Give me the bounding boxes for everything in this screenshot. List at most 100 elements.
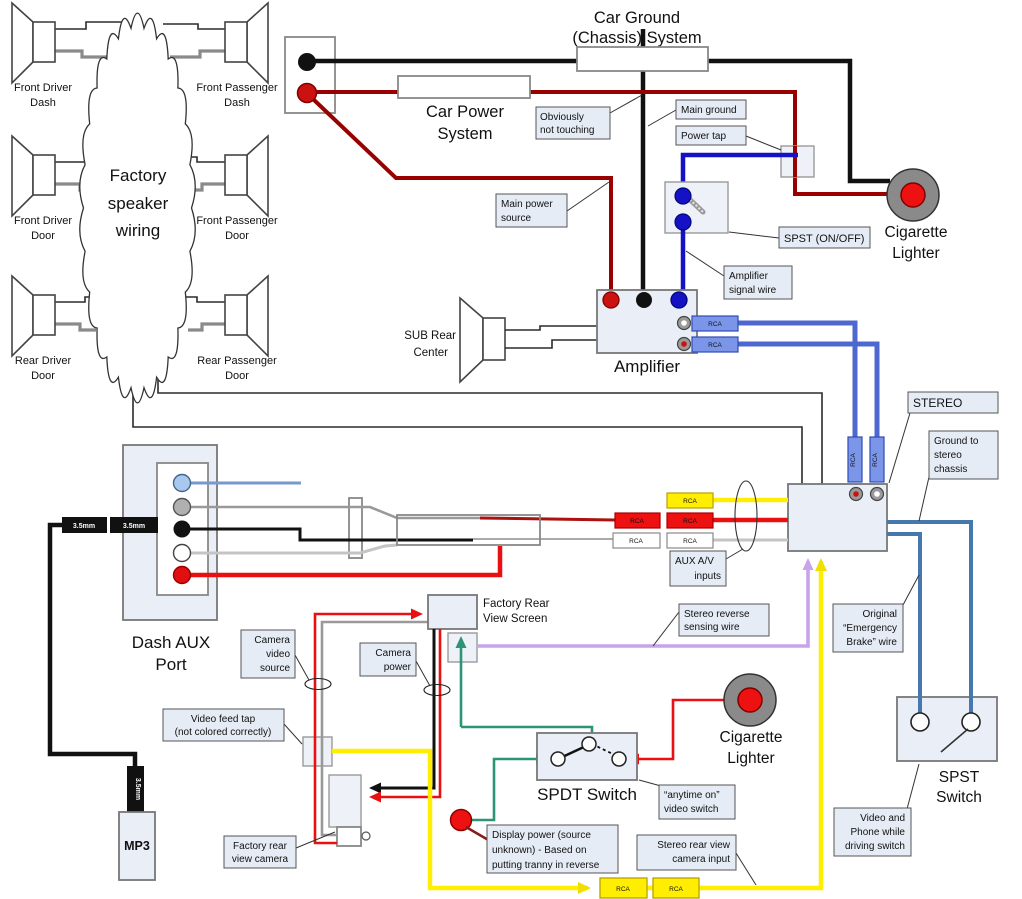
- dash-aux-port-label: Port: [155, 655, 186, 674]
- callout-text: unknown) - Based on: [492, 845, 587, 856]
- callout-text: Amplifier: [729, 271, 769, 282]
- callout-text: Phone while: [851, 827, 906, 838]
- rca-jack-yellow: [652, 877, 700, 899]
- display-power-feed-wire: [472, 753, 548, 822]
- leader-line: [652, 611, 680, 647]
- factory-speaker-wiring-cloud: Factory speaker wiring: [79, 12, 196, 404]
- amp-rca-jack-center: [681, 341, 687, 347]
- callout-text: AUX A/V: [675, 556, 714, 567]
- cable-bundle-loop: [734, 480, 758, 552]
- leader-line: [888, 412, 911, 484]
- callout-text: Display power (source: [492, 830, 591, 841]
- cigarette-lighter-label: Lighter: [892, 245, 939, 262]
- cloud-label: Factory: [110, 166, 167, 185]
- speaker-wire: [55, 21, 122, 30]
- amplifier-label: Amplifier: [614, 357, 680, 376]
- factory-wiring-to-stereo-wire: [157, 372, 823, 484]
- car-power-title: Car Power: [426, 103, 504, 121]
- aux-pin-gray: [172, 497, 192, 517]
- callout-box: [669, 550, 727, 587]
- spdt-terminal: [581, 736, 597, 752]
- callout-box: [832, 603, 904, 653]
- sub-speaker-wire: [505, 339, 597, 349]
- callout-box: [162, 708, 285, 742]
- rca-label: RCA: [629, 538, 643, 545]
- aux-pin-blue: [172, 473, 192, 493]
- callout-text: driving switch: [845, 841, 905, 852]
- factory-wiring-to-stereo-wire: [132, 378, 803, 484]
- battery-ground-terminal: [298, 53, 316, 71]
- leader-line: [906, 763, 920, 810]
- rca-plug-white: [612, 532, 661, 549]
- mp3-player-box: [118, 811, 156, 881]
- rca-plug-label: RCA: [708, 342, 722, 349]
- callout-text: Main ground: [681, 105, 737, 116]
- speaker-label: Rear Passenger: [197, 355, 277, 367]
- leader-line: [294, 654, 310, 681]
- speaker-wire: [184, 296, 225, 303]
- video-feed-tap-box: [302, 736, 333, 767]
- speaker-wire: [188, 322, 225, 332]
- speaker-magnet: [224, 21, 248, 63]
- callout-text: Ground to: [934, 436, 979, 447]
- callout-text: video: [266, 649, 290, 660]
- screen-label: Factory Rear: [483, 598, 550, 610]
- speaker-magnet: [32, 294, 56, 336]
- 35mm-plug-label: 3.5mm: [73, 523, 95, 530]
- speaker-rear-passenger-door: Rear Passenger Door: [197, 274, 277, 382]
- dash-aux-port-label: Dash AUX: [132, 633, 210, 652]
- harness-connector: [396, 514, 541, 546]
- video-tap-wire: [699, 558, 827, 891]
- aux-harness-plug: [348, 497, 363, 559]
- rca-plug-label: RCA: [872, 452, 879, 466]
- lighter-center-pin: [900, 182, 926, 208]
- callout-text: camera input: [672, 854, 730, 865]
- leader-line: [918, 476, 930, 522]
- spst-switch-label: Switch: [936, 789, 982, 806]
- leader-line: [295, 831, 336, 849]
- dash-aux-section: Dash AUX Port 3.5mm 3.5mm 3.5mm MP3: [47, 444, 616, 881]
- cloud-label: wiring: [115, 221, 160, 240]
- aux-pin-red: [172, 565, 192, 585]
- factory-rear-view-screen-box: [427, 594, 478, 630]
- rca-label: RCA: [669, 886, 683, 893]
- speaker-label: Dash: [30, 97, 56, 109]
- aux-black-wire: [182, 527, 473, 542]
- callout-box: [928, 430, 999, 480]
- callout-box: [723, 265, 793, 300]
- speaker-label: Front Passenger: [196, 82, 278, 94]
- car-power-title: System: [437, 125, 492, 143]
- spdt-section: Cigarette Lighter SPDT Switch: [449, 673, 782, 843]
- speaker-label: Door: [31, 370, 55, 382]
- speaker-cone: [246, 134, 269, 218]
- rca-cable: [738, 320, 858, 437]
- speaker-magnet: [482, 317, 506, 361]
- callout-box: [486, 824, 619, 874]
- main-power-source-wire: [311, 97, 613, 299]
- speaker-label: Door: [225, 370, 249, 382]
- stereo-rca-jack-center: [853, 491, 859, 497]
- speaker-magnet: [224, 294, 248, 336]
- leader-line: [566, 181, 610, 212]
- leader-line: [902, 574, 920, 606]
- callout-box: [223, 835, 297, 869]
- speaker-front-driver-dash: Front Driver Dash: [11, 1, 72, 109]
- callout-box: [240, 629, 296, 679]
- callout-text: Original: [863, 609, 897, 620]
- rca-jack-yellow: [666, 492, 714, 509]
- callout-text: Power tap: [681, 131, 726, 142]
- callout-text: SPST (ON/OFF): [784, 233, 864, 245]
- amplifier-section: SUB Rear Center RCA RCA Amplifier: [404, 289, 880, 437]
- callout-text: Brake” wire: [846, 637, 897, 648]
- speaker-label: Front Driver: [14, 215, 72, 227]
- 35mm-plug-label: 3.5mm: [123, 523, 145, 530]
- speaker-front-passenger-dash: Front Passenger Dash: [196, 1, 278, 109]
- camera-connector-box: [336, 826, 362, 847]
- callout-box: [535, 106, 611, 140]
- amp-ground-terminal: [636, 292, 652, 308]
- sub-speaker-label: SUB Rear: [404, 330, 456, 342]
- speaker-cone: [246, 274, 269, 358]
- aux-av-rca-section: RCA RCA RCA RCA RCA: [612, 480, 788, 552]
- speaker-cone: [11, 274, 34, 358]
- 35mm-plug: [127, 766, 144, 812]
